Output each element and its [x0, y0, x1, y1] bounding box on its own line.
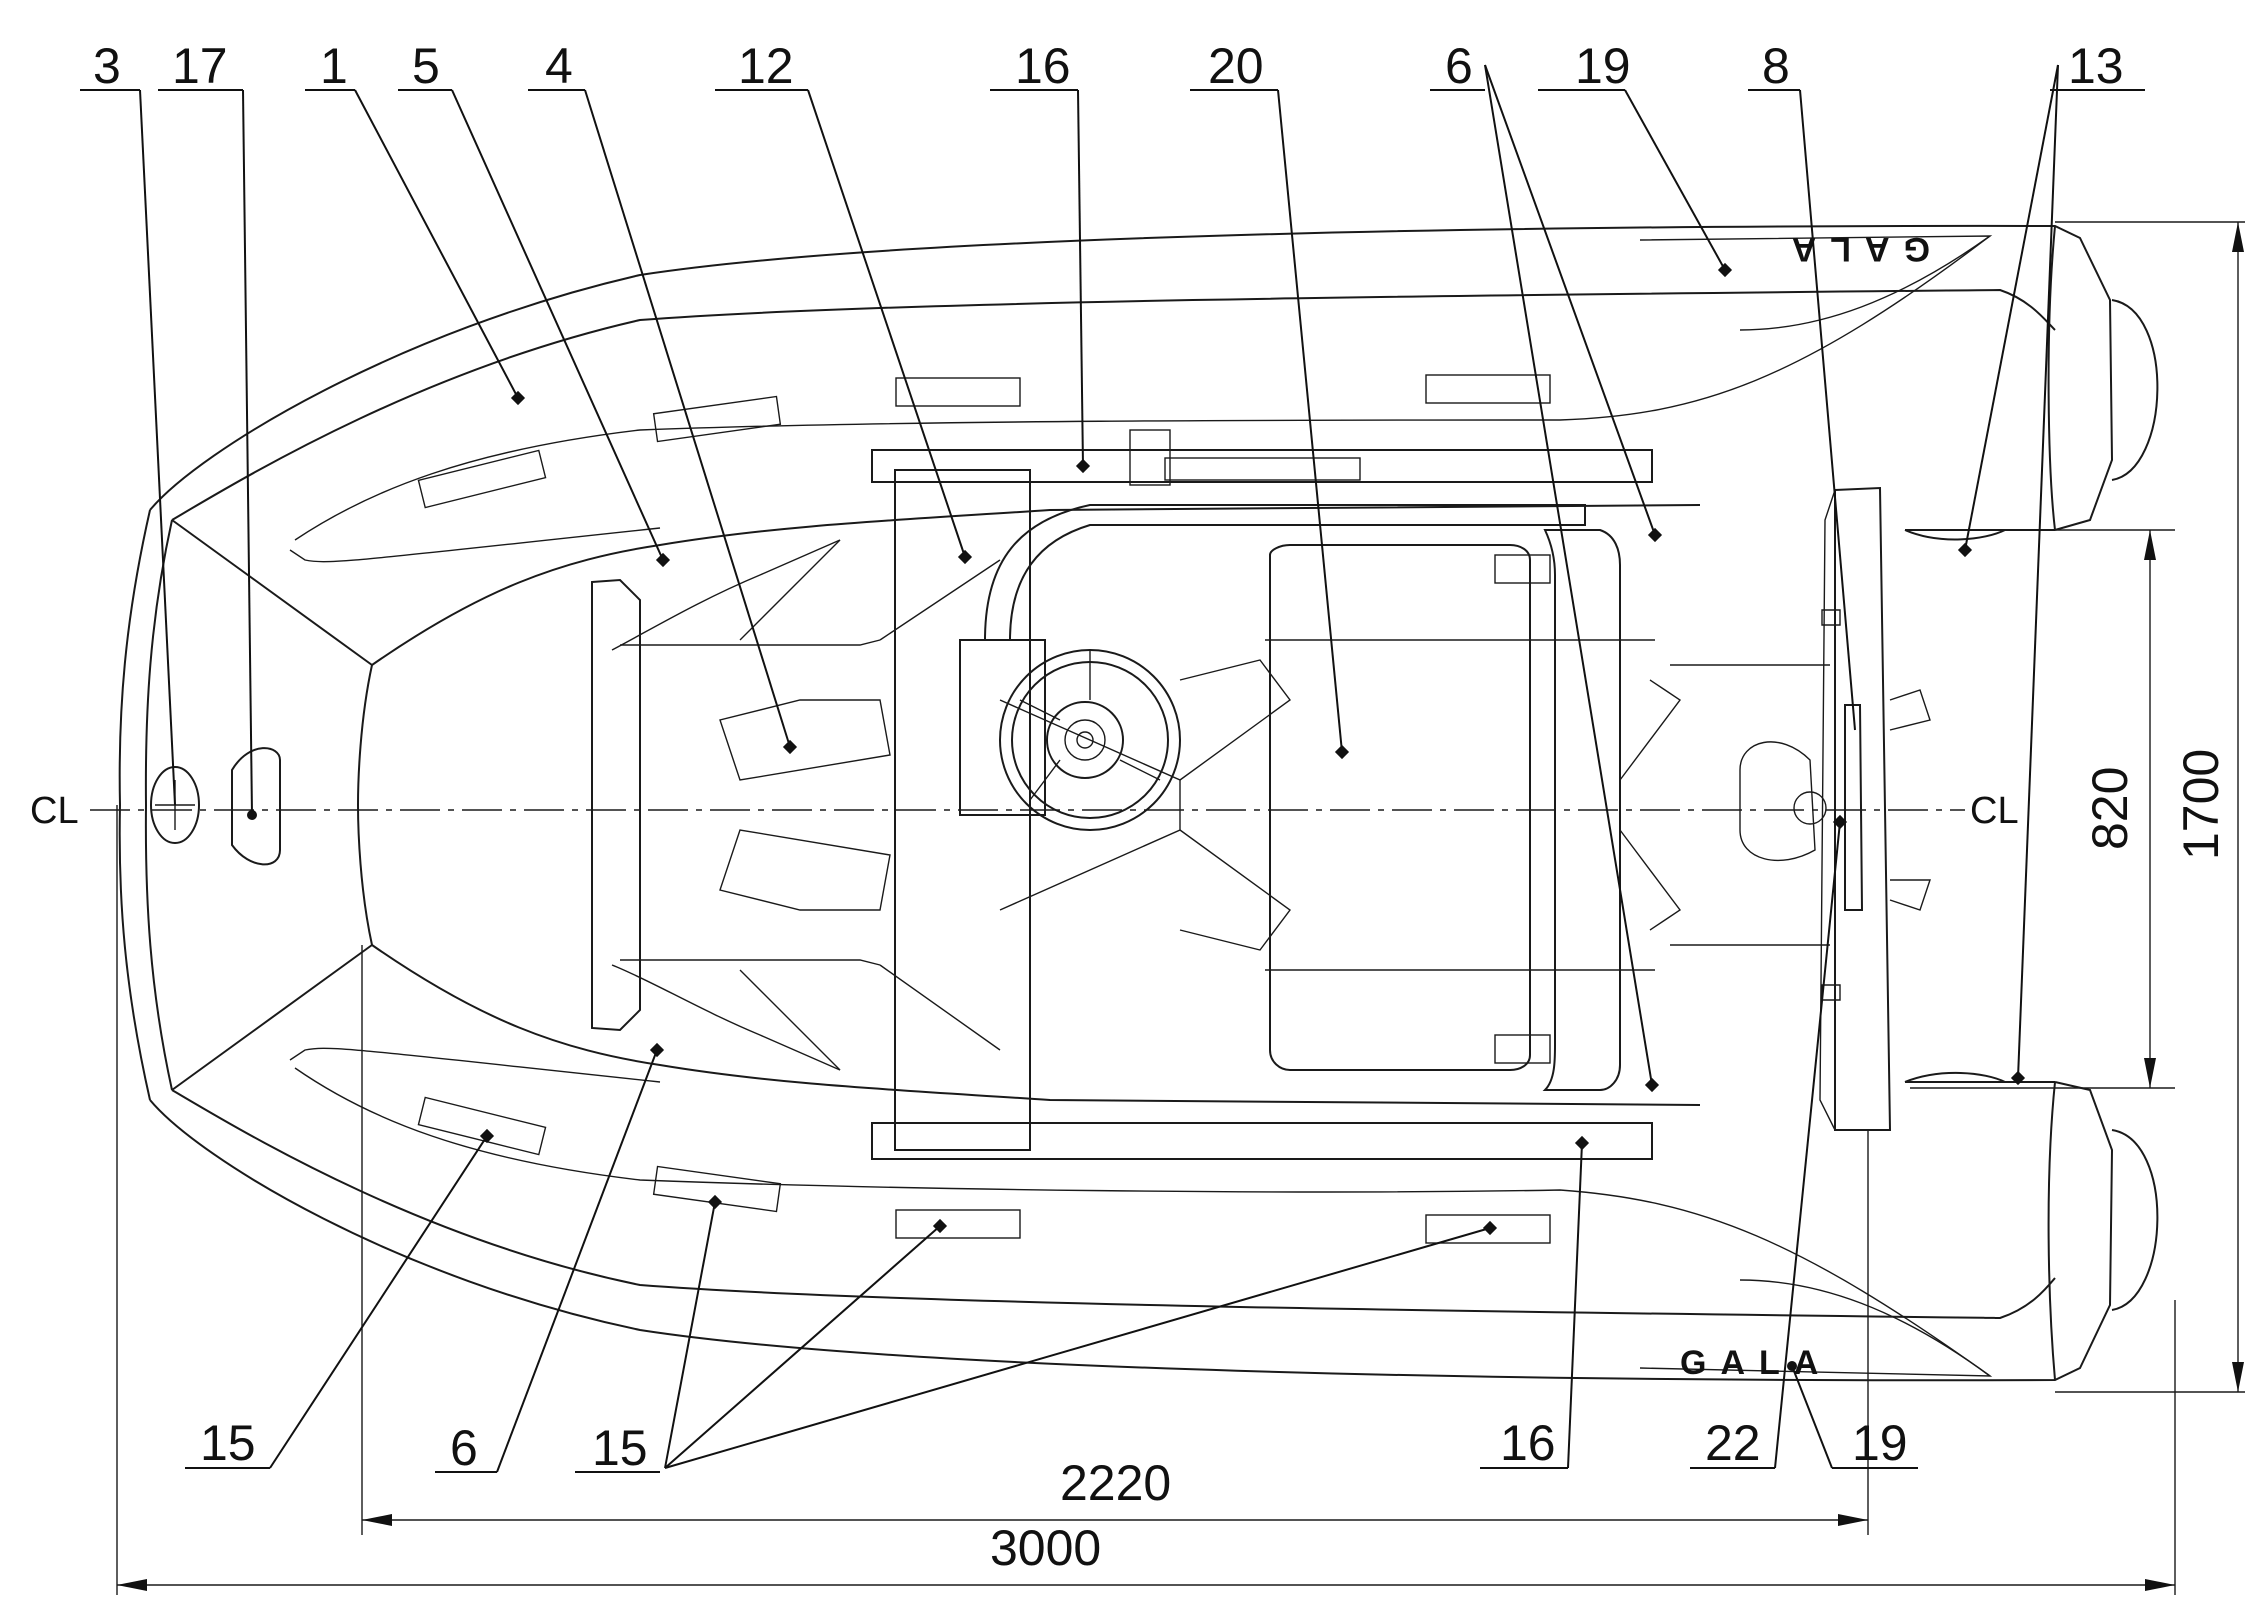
deck-floor [591, 486, 1931, 1131]
callout-16-bottom: 16 [1500, 1415, 1556, 1471]
callout-15-left: 15 [200, 1415, 256, 1471]
lettering-text-bottom: GALA [1680, 1344, 1832, 1382]
steering-wheel [999, 649, 1181, 831]
dimension-lines: 2220 3000 820 1700 [116, 221, 2245, 1595]
inflatable-tube-outline [118, 224, 2159, 1382]
callout-22: 22 [1705, 1415, 1761, 1471]
callouts-bottom: 15 6 15 16 22 19 [185, 814, 1918, 1476]
callout-8: 8 [1762, 38, 1790, 94]
callout-19-bottom: 19 [1852, 1415, 1908, 1471]
callout-19-top: 19 [1575, 38, 1631, 94]
callout-5: 5 [412, 38, 440, 94]
callout-3: 3 [93, 38, 121, 94]
callout-16-top: 16 [1015, 38, 1071, 94]
callout-20: 20 [1208, 38, 1264, 94]
hull-lettering-top: GALA [1778, 230, 1930, 268]
callout-4: 4 [545, 38, 573, 94]
callout-1: 1 [320, 38, 348, 94]
callout-17: 17 [172, 38, 228, 94]
callouts-top: 3 17 1 5 4 12 16 20 [80, 38, 2145, 1093]
tube-patches [417, 374, 1551, 1244]
bow-handle [231, 747, 281, 866]
seat [1269, 529, 1621, 1091]
dimension-inner-width: 820 [2082, 767, 2138, 850]
centerline-label-left: CL [30, 790, 79, 832]
lettering-text-top: GALA [1778, 230, 1930, 268]
centerline-label-right: CL [1970, 790, 2019, 832]
hull-lettering-bottom: GALA [1680, 1344, 1832, 1382]
callout-6-bottom: 6 [450, 1420, 478, 1476]
callout-6-top: 6 [1445, 38, 1473, 94]
dimension-overall-width: 1700 [2173, 749, 2229, 860]
centerline: CL CL [30, 790, 2019, 832]
callout-15-centre: 15 [592, 1420, 648, 1476]
steering-console [871, 429, 1653, 1160]
dimension-inner-length: 2220 [1060, 1455, 1171, 1511]
callout-12: 12 [738, 38, 794, 94]
callout-13: 13 [2068, 38, 2124, 94]
dimension-overall-length: 3000 [990, 1520, 1101, 1576]
